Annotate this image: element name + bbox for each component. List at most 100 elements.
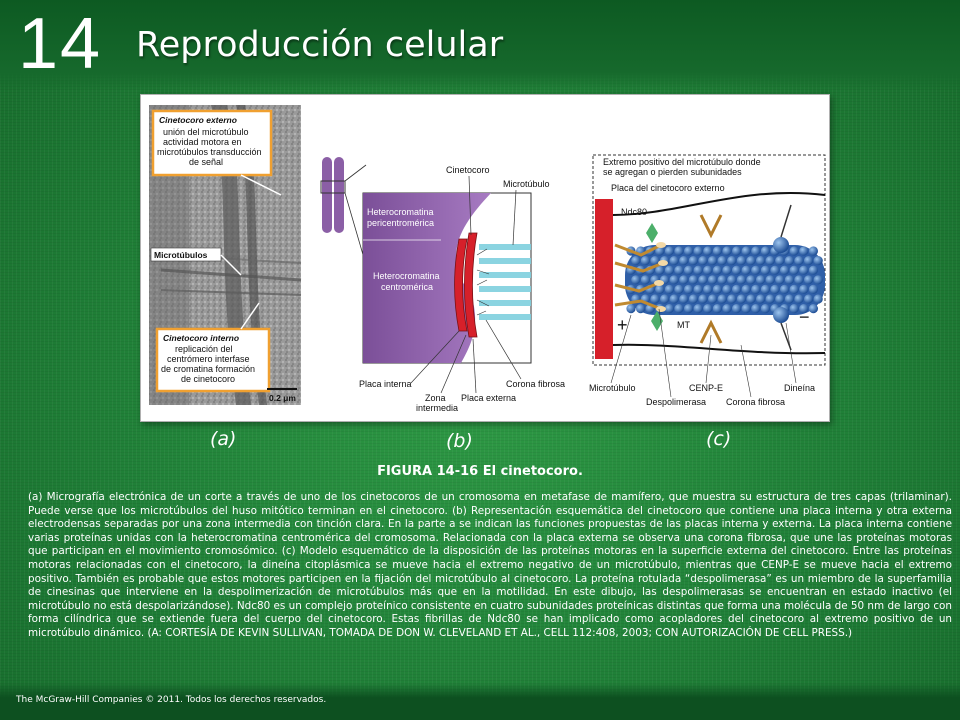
microtubule-bead bbox=[684, 284, 694, 294]
microtubule-bead bbox=[717, 256, 727, 266]
microtubule-bead bbox=[780, 265, 790, 275]
plus-end-line-1: Extremo positivo del microtúbulo donde bbox=[603, 157, 761, 167]
microtubule-bead bbox=[813, 256, 823, 266]
figure-caption: (a) Micrografía electrónica de un corte … bbox=[28, 491, 952, 639]
centromeric-line-2: centromérica bbox=[381, 282, 433, 292]
outer-kinetochore-callout bbox=[151, 109, 273, 177]
microtubule-bead bbox=[679, 294, 689, 304]
pericentromeric-line-2: pericentromérica bbox=[367, 218, 434, 228]
microtubule-bead bbox=[732, 284, 742, 294]
microtubule-bead bbox=[688, 275, 699, 285]
microtubule-bead bbox=[756, 256, 766, 266]
microtubule-bead bbox=[660, 294, 670, 304]
microtubule-bead bbox=[712, 246, 723, 256]
outer-kinetochore-line-3: microtúbulos transducción bbox=[157, 147, 262, 157]
microtubule-bead bbox=[650, 256, 660, 266]
microtubule-bead bbox=[794, 256, 804, 266]
microtubule-bead bbox=[746, 256, 756, 266]
header-band bbox=[0, 0, 960, 90]
microtubule-bead bbox=[684, 304, 694, 314]
chromosome-icon bbox=[320, 157, 367, 266]
microtubule-bead bbox=[741, 246, 751, 256]
microtubule-bead bbox=[698, 275, 708, 285]
microtubule-bead bbox=[789, 246, 799, 256]
microtubule-bead bbox=[650, 294, 660, 304]
microtubule-bead bbox=[751, 246, 761, 256]
microtubule-bead bbox=[765, 275, 775, 285]
microtubule-bead bbox=[804, 294, 814, 304]
figure-title-text: El cinetocoro. bbox=[482, 464, 583, 479]
microtubule-bead bbox=[717, 275, 727, 285]
microtubule-bead bbox=[674, 304, 684, 314]
outer-plate-label: Placa externa bbox=[461, 393, 516, 403]
microtubule-bead bbox=[799, 284, 809, 294]
microtubule-bead bbox=[732, 265, 742, 275]
microtubule-bead bbox=[760, 246, 771, 256]
figure-panel: Cinetocoro externo unión del microtúbulo… bbox=[140, 94, 830, 422]
microtubule-bead bbox=[664, 284, 675, 294]
microtubule-bead bbox=[808, 265, 819, 275]
microtubule-bead bbox=[664, 304, 675, 314]
microtubule-bead bbox=[727, 275, 737, 285]
inner-kinetochore-title: Cinetocoro interno bbox=[163, 333, 239, 343]
microtubule-bead bbox=[693, 284, 703, 294]
microtubule-bead bbox=[770, 284, 780, 294]
microtubule-bead bbox=[674, 265, 684, 275]
microtubule-bead bbox=[756, 294, 766, 304]
microtubule-bead bbox=[640, 275, 650, 285]
microtubule-bead bbox=[708, 294, 718, 304]
microtubule-bead bbox=[808, 284, 819, 294]
inner-kinetochore-line-2: centrómero interfase bbox=[167, 354, 250, 364]
intermediate-zone-line-1: Zona bbox=[425, 393, 446, 403]
inner-kinetochore-line-4: de cinetocoro bbox=[181, 374, 235, 384]
microtubule-bead bbox=[664, 246, 675, 256]
microtubule-bead bbox=[741, 265, 751, 275]
outer-kinetochore-line-4: de señal bbox=[189, 157, 223, 167]
microtubule-bead bbox=[703, 284, 713, 294]
microtubule-bead bbox=[664, 265, 675, 275]
microtubule-bead bbox=[770, 265, 780, 275]
microtubule-bead bbox=[808, 304, 819, 314]
microtubule-bead bbox=[655, 284, 665, 294]
microtubule-bead bbox=[679, 275, 689, 285]
inner-kinetochore-line-1: replicación del bbox=[175, 344, 233, 354]
microtubule-bead bbox=[626, 304, 636, 314]
microtubule-bead bbox=[813, 294, 823, 304]
microtubule-bead bbox=[698, 256, 708, 266]
microtubule-bead bbox=[808, 246, 819, 256]
fibrous-corona-label-b: Corona fibrosa bbox=[506, 379, 565, 389]
microtubule-bead bbox=[712, 284, 723, 294]
microtubule-bead bbox=[727, 256, 737, 266]
microtubule-bead bbox=[722, 265, 732, 275]
microtubule-bead bbox=[760, 284, 771, 294]
microtubule-bead bbox=[708, 275, 718, 285]
microtubule-bead bbox=[717, 294, 727, 304]
microtubule-bead bbox=[712, 265, 723, 275]
microtubule-bead bbox=[688, 256, 699, 266]
minus-sign: − bbox=[799, 307, 810, 327]
microtubule-label-c: Microtúbulo bbox=[589, 383, 636, 393]
panel-label-b: (b) bbox=[446, 430, 473, 452]
microtubule-bead bbox=[789, 304, 799, 314]
microtubule-bead bbox=[784, 256, 795, 266]
scale-bar-label: 0.2 μm bbox=[269, 393, 296, 403]
chapter-title: Reproducción celular bbox=[136, 25, 504, 65]
microtubule-bead bbox=[789, 265, 799, 275]
microtubule-bead bbox=[684, 246, 694, 256]
microtubule-bead bbox=[693, 265, 703, 275]
microtubule-bead bbox=[765, 294, 775, 304]
microtubule-bead bbox=[693, 246, 703, 256]
microtubule-bead bbox=[756, 275, 766, 285]
chapter-number: 14 bbox=[18, 4, 103, 84]
microtubules-label: Microtúbulos bbox=[154, 250, 208, 260]
outer-plate-label-c: Placa del cinetocoro externo bbox=[611, 183, 725, 193]
outer-kinetochore-line-1: unión del microtúbulo bbox=[163, 127, 249, 137]
microtubule-bead bbox=[746, 275, 756, 285]
microtubule-bead bbox=[703, 246, 713, 256]
microtubule-bead bbox=[669, 256, 679, 266]
microtubule-bead bbox=[765, 256, 775, 266]
microtubule-bead bbox=[679, 256, 689, 266]
kinetochore-label: Cinetocoro bbox=[446, 165, 490, 175]
microtubule-bead bbox=[775, 256, 785, 266]
microtubule-bead bbox=[760, 265, 771, 275]
